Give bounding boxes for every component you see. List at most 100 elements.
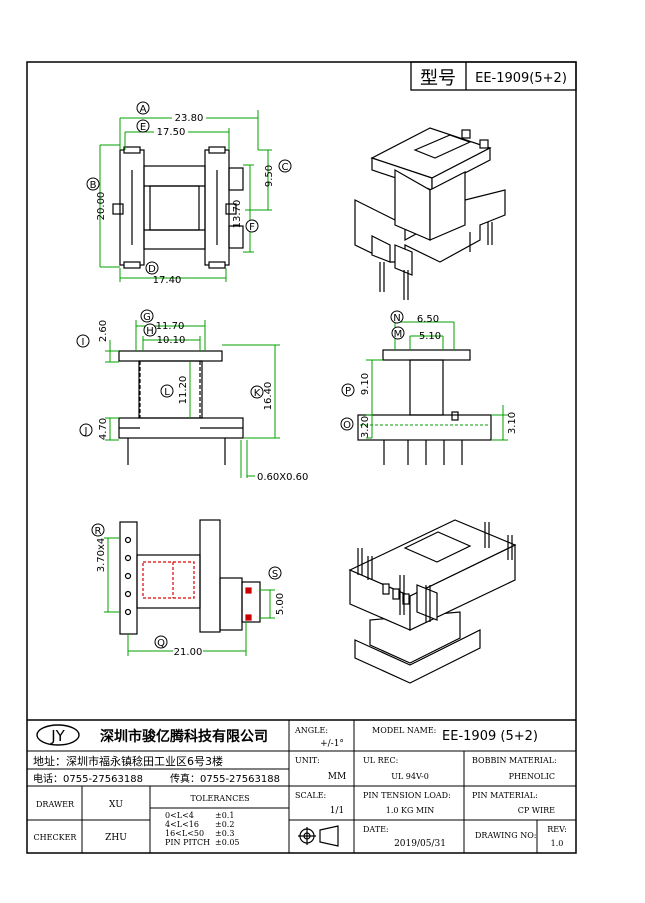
letter-o: O [343,420,351,431]
company-fax: 传真：0755-27563188 [170,772,280,785]
letter-q: Q [157,638,165,649]
pin-size-value: 0.60X0.60 [257,472,308,483]
date-value: 2019/05/31 [394,839,446,849]
angle-value: +/-1° [320,739,344,749]
front-view-labels: 6.50 5.10 9.10 3.20 3.10 N M P O [340,310,518,438]
company-address: 地址：深圳市福永镇稔田工业区6号3楼 [33,754,223,768]
dim-a-value: 23.80 [175,113,204,124]
tol-value-3: ±0.3 [215,829,234,838]
company-phone: 电话：0755-27563188 [33,772,143,785]
dim-o-value: 3.20 [360,416,371,438]
dim-g-value: 11.70 [156,321,185,332]
dim-i-value: 2.60 [98,320,109,342]
tol-value-2: ±0.2 [215,820,234,829]
letter-d: D [148,264,156,275]
projection-symbol-icon [298,825,339,847]
bobbin-label: BOBBIN MATERIAL: [472,756,557,765]
unit-label: UNIT: [295,756,320,765]
letter-j: J [84,426,88,437]
model-code: EE-1909(5+2) [475,71,567,86]
tol-range-4: PIN PITCH [165,838,210,847]
title-block-text: JY 深圳市骏亿腾科技有限公司 地址：深圳市福永镇稔田工业区6号3楼 电话：07… [33,724,567,849]
angle-label: ANGLE: [294,726,328,735]
side-view-labels: 11.70 10.10 2.60 11.20 16.40 4.70 0.60X0… [76,309,308,483]
side-view-dimensions [105,320,280,478]
model-name-label: MODEL NAME: [372,726,436,735]
rev-label: REV: [547,825,567,834]
tol-value-4: ±0.05 [215,838,240,847]
unit-value: MM [328,772,346,782]
drawer-name: XU [109,800,123,810]
model-name-value: EE-1909 (5+2) [442,729,538,744]
dim-f-value: 13.70 [232,200,243,229]
scale-value: 1/1 [330,806,344,816]
dim-b-value: 20.00 [96,192,107,221]
front-view [357,349,492,465]
tension-label: PIN TENSION LOAD: [363,791,451,800]
letter-g: G [143,312,151,323]
ul-label: UL REC: [363,756,398,765]
iso-view-bottom [348,519,517,684]
sheet-border [26,61,577,854]
logo-text: JY [50,727,65,745]
letter-l: L [164,387,170,398]
dim-c-value: 9.50 [264,165,275,187]
top-view [112,146,244,269]
pin-material-value: CP WIRE [518,806,555,815]
letter-f: F [249,222,255,233]
letter-h: H [146,326,154,337]
dim-k-value: 16.40 [263,382,274,411]
dim-d-value: 17.40 [153,275,182,286]
dim-p-value: 9.10 [360,373,371,395]
letter-n: N [393,313,400,324]
letter-c: C [282,162,289,173]
logo-mark [36,724,80,746]
top-view-labels: 23.80 17.50 20.00 9.50 13.70 17.40 A E B… [86,101,292,286]
dim-m-value: 5.10 [419,331,441,342]
letter-k: K [254,388,261,399]
letter-s: S [272,569,278,580]
tol-range-3: 16<L<50 [165,829,204,838]
bobbin-value: PHENOLIC [509,772,555,781]
model-header: 型号 EE-1909(5+2) [410,61,577,91]
scale-label: SCALE: [295,791,326,800]
dim-q-value: 21.00 [174,647,203,658]
tol-value-1: ±0.1 [215,811,234,820]
company-name: 深圳市骏亿腾科技有限公司 [100,728,268,745]
rev-value: 1.0 [551,839,564,848]
drawing-no-label: DRAWING NO: [475,831,536,840]
letter-r: R [95,526,102,537]
ul-value: UL 94V-0 [391,772,429,781]
letter-b: B [90,180,97,191]
front-view-dimensions [360,321,508,441]
pin-material-label: PIN MATERIAL: [472,791,538,800]
dim-e-value: 17.50 [157,127,186,138]
bottom-view [119,519,261,635]
dim-h-value: 10.10 [157,335,186,346]
letter-e: E [140,122,146,133]
dim-n-value: 6.50 [417,314,439,325]
tolerances-label: TOLERANCES [190,794,249,803]
bottom-view-labels: 3.70x4 5.00 21.00 R S Q [91,523,286,658]
date-label: DATE: [363,825,389,834]
type-label: 型号 [420,68,456,89]
side-view [118,350,244,465]
dim-q2-value: 3.10 [507,412,518,434]
dim-j-value: 4.70 [98,418,109,440]
dim-s-value: 5.00 [275,593,286,615]
tension-value: 1.0 KG MIN [386,806,435,815]
tol-range-1: 0<L<4 [165,811,194,820]
checker-name: ZHU [105,833,127,843]
checker-label: CHECKER [34,833,78,842]
letter-m: M [394,329,403,340]
dim-l-value: 11.20 [178,376,189,405]
letter-i: I [82,337,85,348]
letter-p: P [345,386,351,397]
dim-r-value: 3.70x4 [96,538,107,573]
drawer-label: DRAWER [36,800,75,809]
letter-a: A [140,104,147,115]
title-block [27,719,576,853]
iso-view-top [354,127,506,300]
tol-range-2: 4<L<16 [165,820,199,829]
